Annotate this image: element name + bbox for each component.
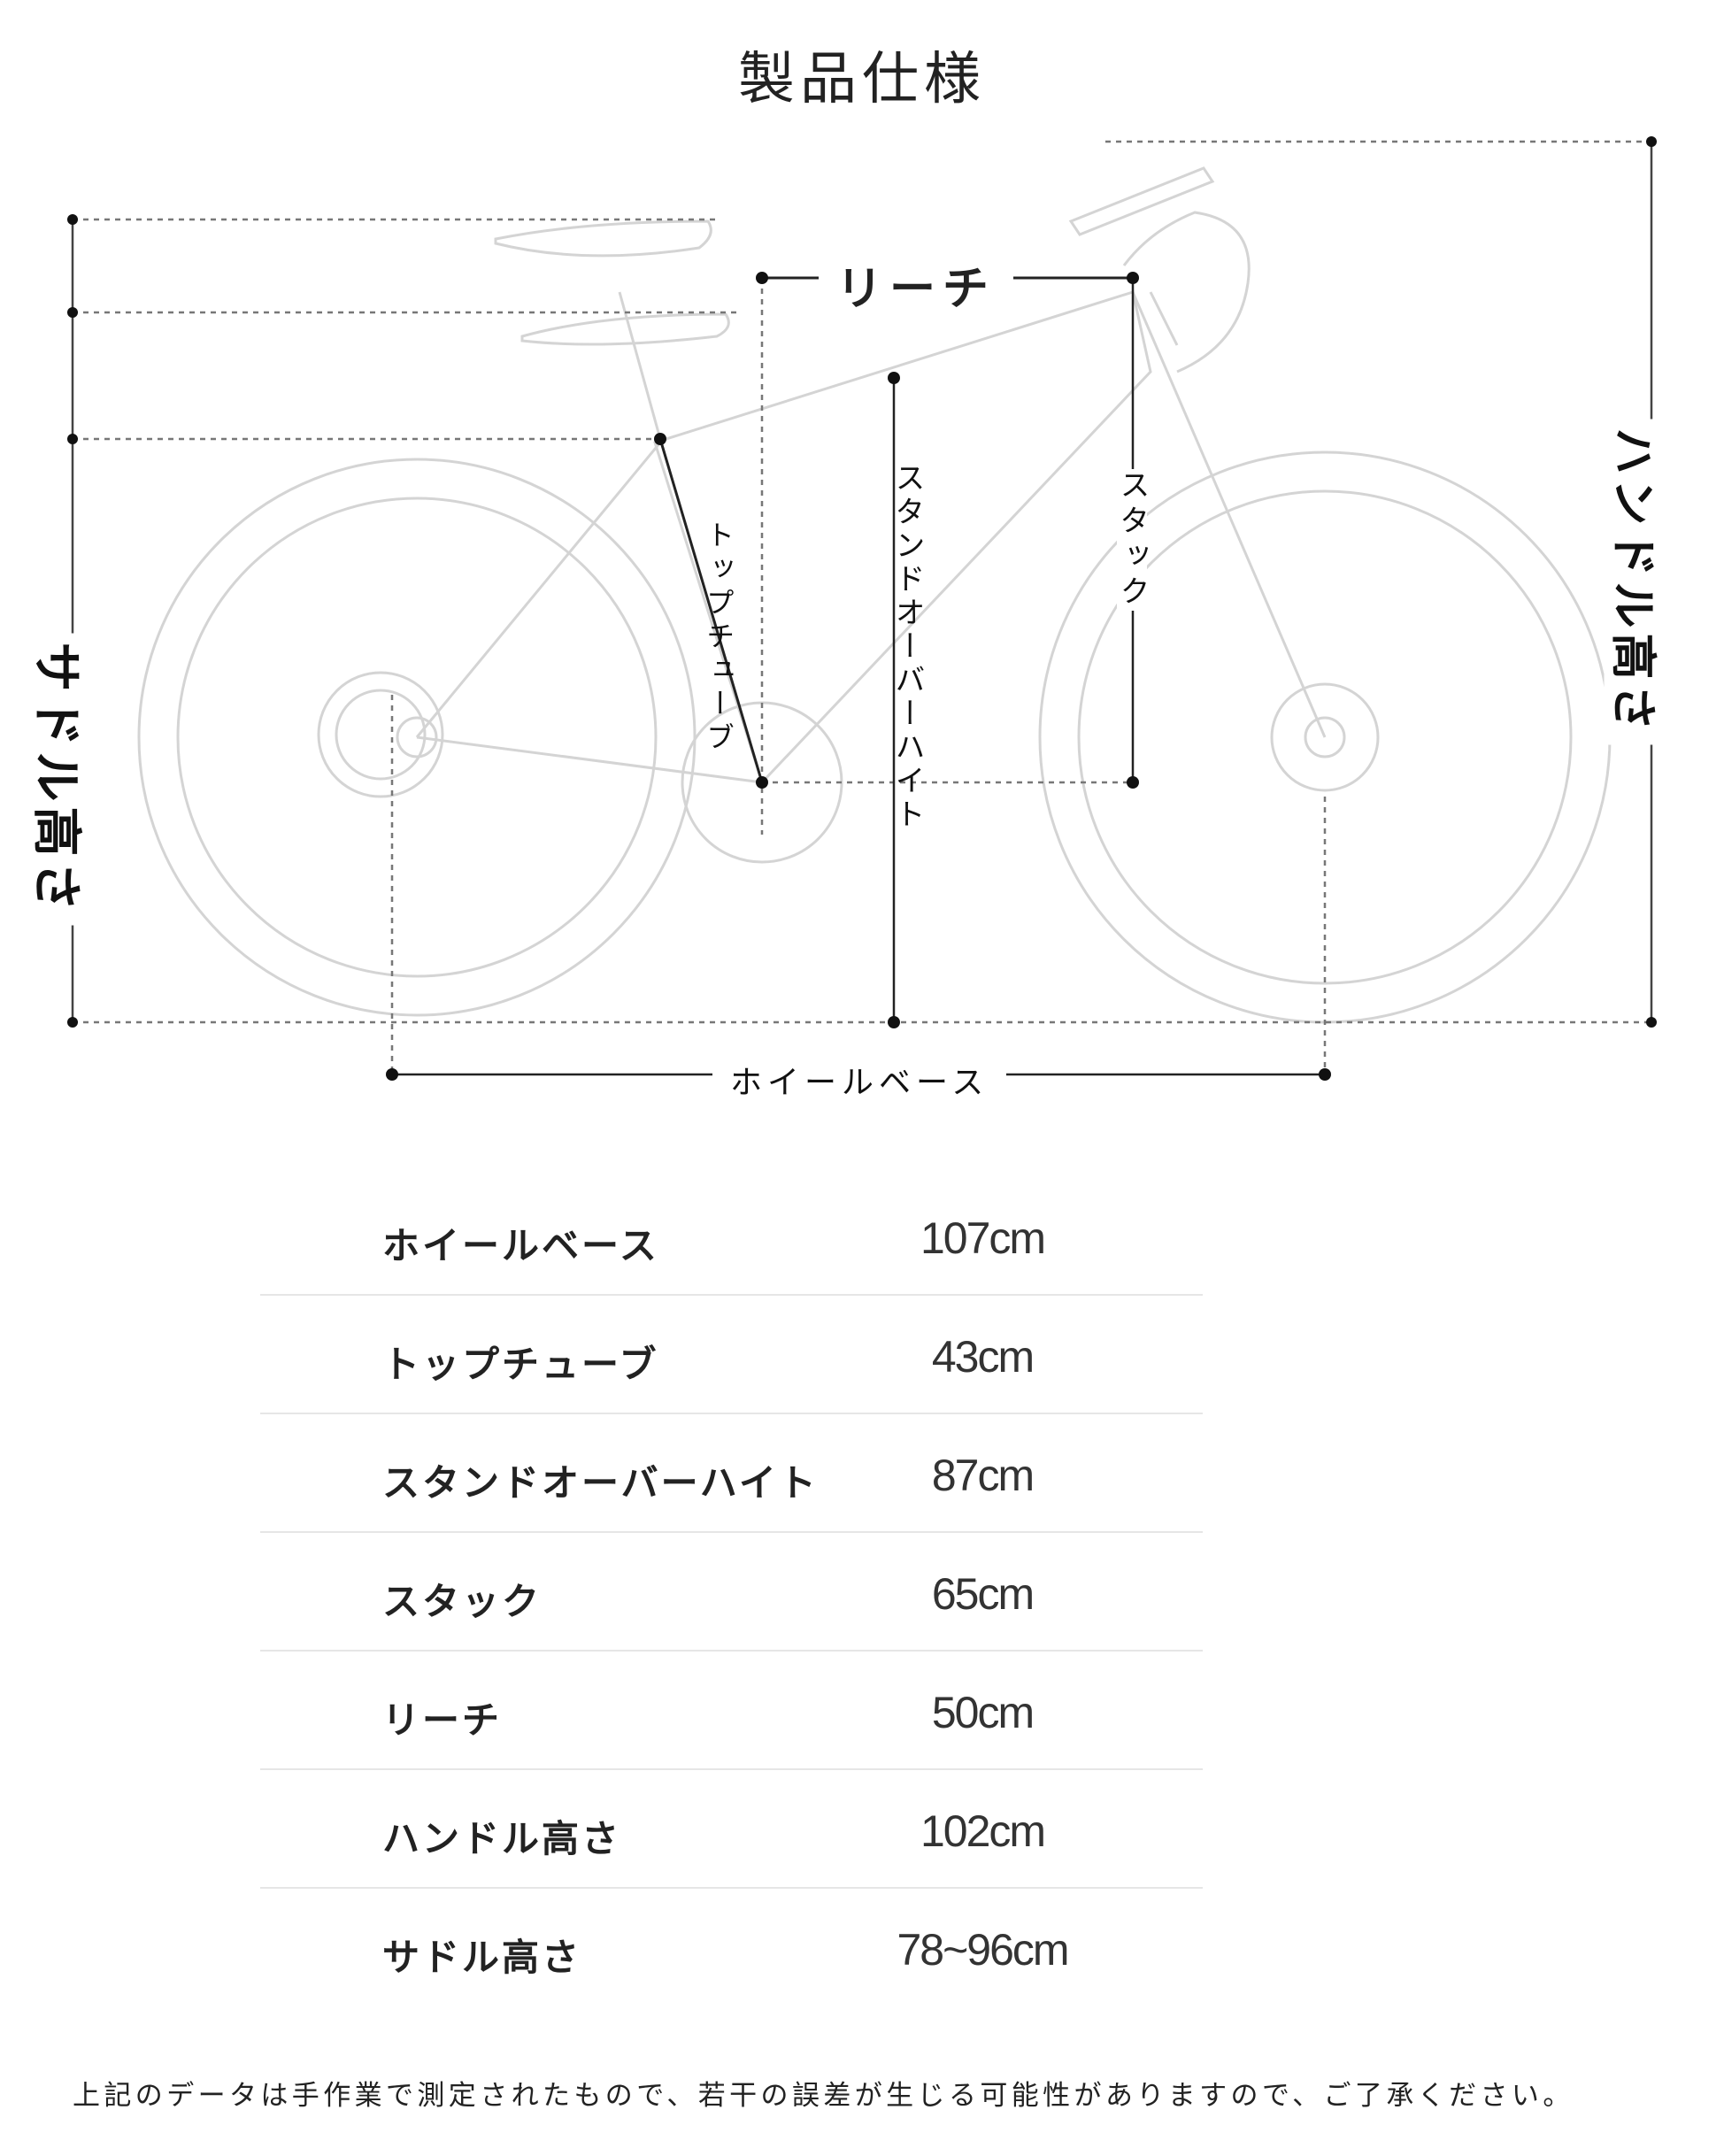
- page-title: 製品仕様: [738, 47, 986, 112]
- spec-label: スタンドオーバーハイト: [382, 1461, 819, 1505]
- spec-label: スタック: [382, 1580, 543, 1623]
- table-row: リーチ 50cm: [260, 1652, 1203, 1770]
- bike-geometry-diagram: [67, 136, 1657, 1081]
- table-row: スタック 65cm: [260, 1533, 1203, 1652]
- table-row: ハンドル高さ 102cm: [260, 1770, 1203, 1889]
- row-divider: [260, 1413, 1203, 1414]
- spec-value: 78~96cm: [897, 1925, 1069, 1975]
- stack-label: スタック: [1114, 469, 1150, 611]
- spec-label: ハンドル高さ: [382, 1817, 622, 1860]
- spec-value: 50cm: [931, 1688, 1035, 1737]
- top-tube-label: トップチューブ: [702, 520, 735, 756]
- row-divider: [260, 1768, 1203, 1770]
- saddle-height-label: サドル高さ: [24, 633, 96, 926]
- spec-value: 87cm: [931, 1451, 1035, 1500]
- handle-height-label: ハンドル高さ: [1604, 419, 1671, 745]
- frame: [653, 290, 1152, 785]
- saddle: [494, 219, 712, 258]
- spec-label: サドル高さ: [382, 1936, 582, 1979]
- table-row: スタンドオーバーハイト 87cm: [260, 1414, 1203, 1533]
- table-row: サドル高さ 78~96cm: [260, 1889, 1203, 2007]
- row-divider: [260, 1531, 1203, 1533]
- spec-label: トップチューブ: [382, 1343, 659, 1386]
- spec-label: リーチ: [382, 1698, 503, 1742]
- spec-label: ホイールベース: [382, 1224, 659, 1267]
- rear-wheel: [137, 458, 697, 1017]
- bike-illustration: [137, 166, 1612, 1024]
- spec-value: 65cm: [931, 1569, 1035, 1619]
- spec-value: 107cm: [920, 1213, 1046, 1263]
- reach-label: リーチ: [819, 251, 1014, 318]
- table-row: トップチューブ 43cm: [260, 1296, 1203, 1414]
- disclaimer-note: 上記のデータは手作業で測定されたもので、若干の誤差が生じる可能性がありますので、…: [73, 2080, 1574, 2112]
- spec-value: 43cm: [931, 1332, 1035, 1382]
- seatpost: [618, 291, 662, 440]
- row-divider: [260, 1650, 1203, 1652]
- standover-label: スタンドオーバーハイト: [889, 462, 925, 832]
- table-row: ホイールベース 107cm: [260, 1177, 1203, 1296]
- spec-value: 102cm: [920, 1806, 1046, 1856]
- row-divider: [260, 1887, 1203, 1889]
- disc-rotor: [1270, 682, 1380, 792]
- row-divider: [260, 1294, 1203, 1296]
- wheelbase-label: ホイールベース: [712, 1057, 1007, 1103]
- handlebar: [1068, 166, 1215, 236]
